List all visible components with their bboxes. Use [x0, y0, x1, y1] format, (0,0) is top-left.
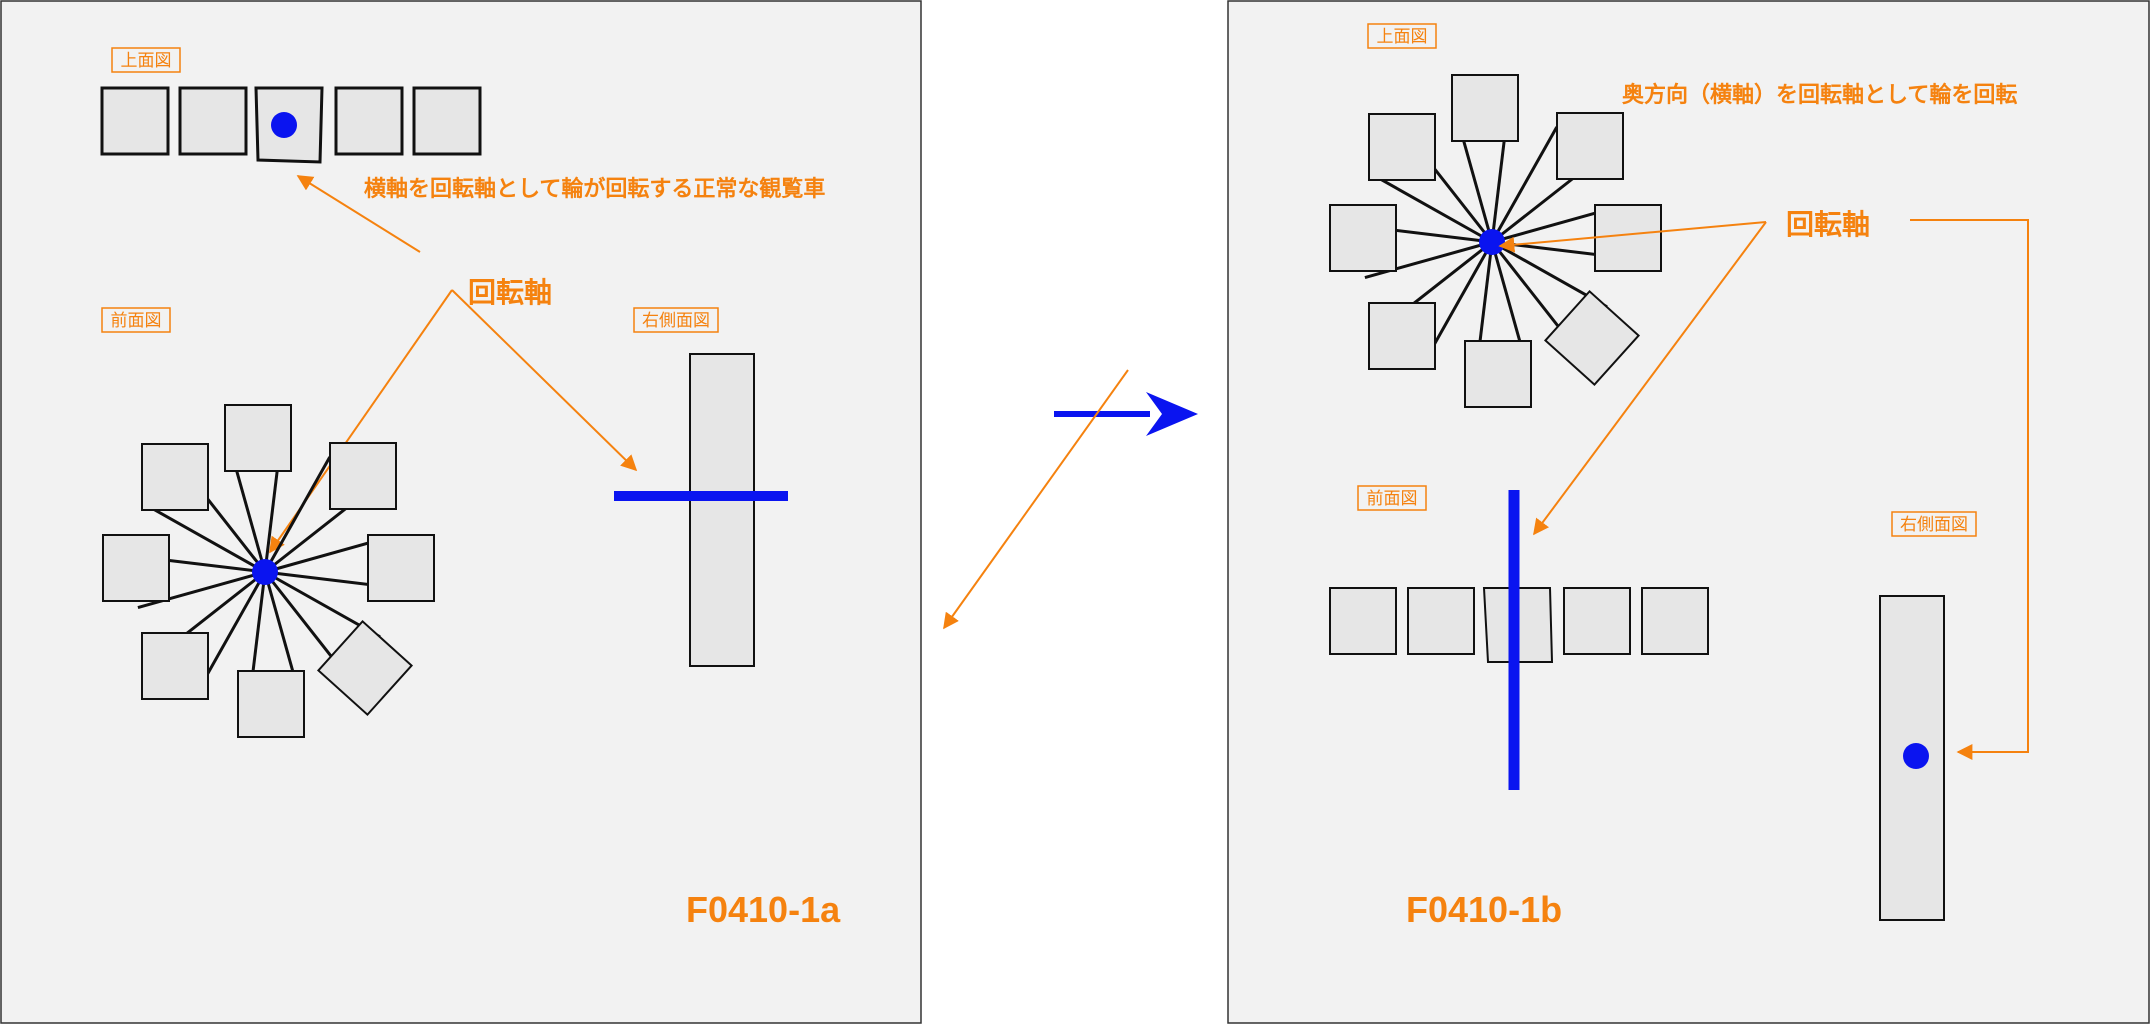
panel-a-right-view-body: [689, 353, 755, 667]
panel-b: 上面図 奥方向（横軸）を回転軸として輪を回転 回転軸 前面図 右側面図 F041…: [1227, 0, 2150, 1024]
panel-b-wheel-gondola: [1368, 302, 1436, 370]
panel-b-right-axis-dot: [1903, 743, 1929, 769]
panel-b-wheel-spoke: [1425, 241, 1494, 358]
panel-a-front-axis-dot: [252, 559, 278, 585]
panel-a-top-axis-dot: [271, 112, 297, 138]
panel-b-right-view-tag: 右側面図: [1900, 515, 1968, 535]
panel-a-wheel-gondola: [102, 534, 170, 602]
panel-a: 上面図 横軸を回転軸として輪が回転する正常な観覧車 回転軸 前面図 右側面図 F…: [0, 0, 922, 1024]
panel-b-top-view-tag: 上面図: [1377, 27, 1428, 47]
panel-b-wheel-gondola: [1464, 340, 1532, 408]
panel-a-figure-id: F0410-1a: [686, 889, 841, 930]
panel-a-wheel-gondola: [367, 534, 435, 602]
panel-b-background: [1227, 0, 2150, 1024]
panel-a-wheel-gondola: [316, 619, 414, 717]
panel-b-figure-id: F0410-1b: [1406, 889, 1562, 930]
panel-a-front-wheel: [102, 404, 435, 738]
panel-a-top-view-gondolas: [100, 86, 482, 164]
panel-a-axis-label: 回転軸: [468, 276, 552, 309]
panel-a-wheel-spoke: [149, 505, 266, 574]
panel-b-wheel-gondola: [1368, 113, 1436, 181]
panel-b-front-view-gondolas: [1329, 587, 1709, 663]
panel-b-wheel-gondola: [1543, 289, 1641, 387]
panel-b-wheel-gondola: [1556, 112, 1624, 180]
panel-a-description: 横軸を回転軸として輪が回転する正常な観覧車: [364, 176, 825, 202]
panel-a-wheel-spoke: [198, 571, 267, 688]
transition-arrow-head: [1146, 392, 1198, 436]
panel-a-wheel-gondola: [329, 442, 397, 510]
panel-a-right-view-tag: 右側面図: [642, 311, 710, 331]
panel-a-background: [0, 0, 922, 1024]
panel-b-top-wheel: [1329, 74, 1662, 408]
panel-a-wheel-spoke: [263, 456, 332, 573]
panel-a-wheel-gondola: [224, 404, 292, 472]
panel-b-top-axis-dot: [1479, 229, 1505, 255]
panel-b-wheel-spoke: [1490, 126, 1559, 243]
panel-b-axis-label: 回転軸: [1786, 208, 1870, 241]
panel-a-wheel-gondola: [141, 632, 209, 700]
panel-a-wheel-gondola: [141, 443, 209, 511]
panel-b-front-view-tag: 前面図: [1367, 489, 1418, 509]
panel-a-wheel-gondola: [237, 670, 305, 738]
panel-a-front-view-tag: 前面図: [111, 311, 162, 331]
panel-b-wheel-spoke: [1376, 175, 1493, 244]
panel-b-wheel-gondola: [1594, 204, 1662, 272]
panel-a-top-view-tag: 上面図: [121, 51, 172, 71]
panel-b-wheel-gondola: [1451, 74, 1519, 142]
panel-b-wheel-gondola: [1329, 204, 1397, 272]
panel-b-description: 奥方向（横軸）を回転軸として輪を回転: [1622, 82, 2017, 108]
